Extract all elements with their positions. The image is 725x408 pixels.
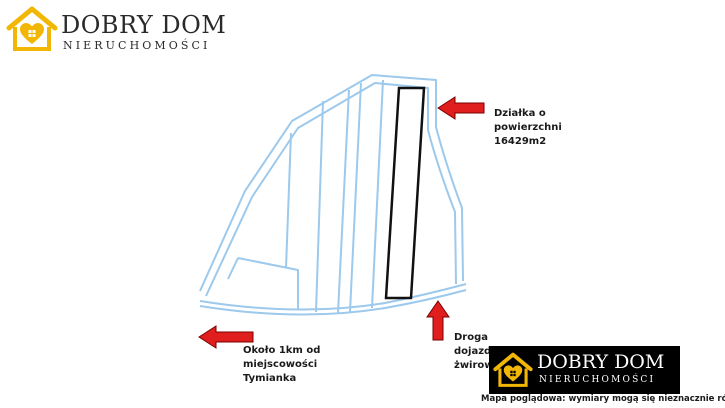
parcel-divider	[349, 82, 362, 313]
highlighted-plot	[384, 86, 426, 300]
arrow-to-town-icon	[198, 325, 254, 349]
parcel-small-lot	[237, 257, 299, 310]
parcel-boundaries	[199, 74, 467, 316]
road-boundary-lower	[199, 289, 467, 316]
road-boundary-upper	[199, 283, 467, 311]
house-heart-logo-icon	[6, 6, 58, 51]
parcel-divider	[371, 79, 384, 309]
brand-tagline: NIERUCHOMOŚCI	[539, 375, 656, 385]
town-distance-label: Około 1km od miejscowości Tymianka	[243, 345, 321, 384]
parcel-divider	[285, 132, 292, 269]
parcel-outer-boundary	[199, 74, 464, 292]
parcel-outer-boundary-inner	[205, 82, 457, 297]
brand-name: DOBRY DOM	[61, 11, 227, 39]
brand-logo-top: DOBRY DOM NIERUCHOMOŚCI	[6, 6, 226, 52]
brand-name: DOBRY DOM	[537, 351, 665, 373]
arrow-to-plot-icon	[437, 96, 485, 120]
brand-logo-bottom: DOBRY DOM NIERUCHOMOŚCI	[489, 346, 680, 394]
plot-area-label: Działka o powierzchni 16429m2	[494, 108, 562, 147]
access-road-label: Droga dojazdowa żwirowa	[454, 332, 515, 371]
house-heart-logo-icon	[493, 352, 533, 387]
brand-tagline: NIERUCHOMOŚCI	[63, 39, 211, 52]
arrow-to-road-icon	[426, 300, 450, 341]
parcel-small-lot-edge	[227, 257, 239, 280]
parcel-divider	[337, 89, 350, 314]
map-disclaimer: Mapa poglądowa: wymiary mogą się nieznac…	[481, 394, 725, 404]
parcel-divider	[315, 100, 324, 313]
